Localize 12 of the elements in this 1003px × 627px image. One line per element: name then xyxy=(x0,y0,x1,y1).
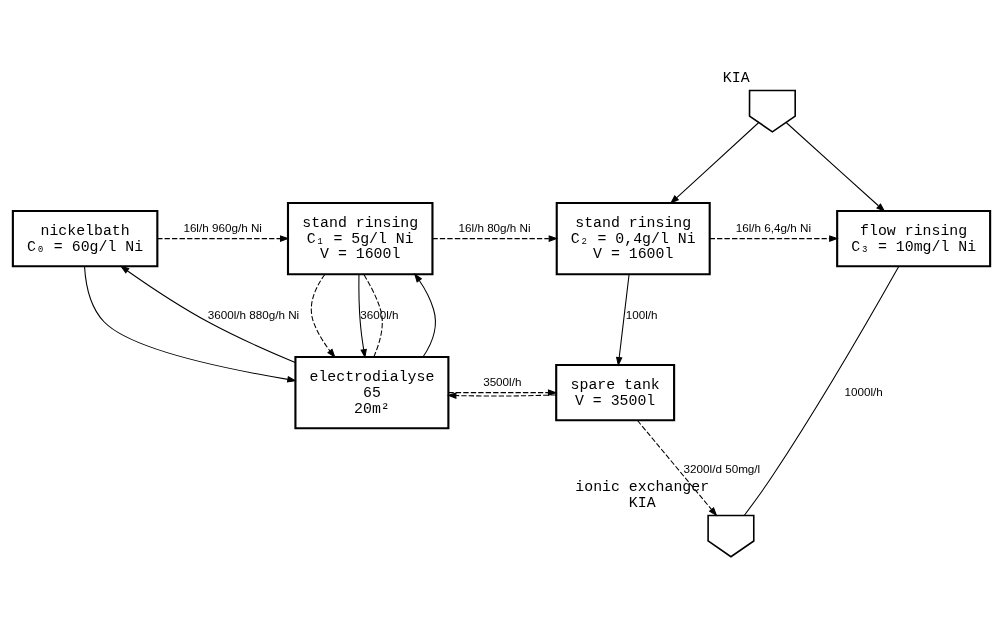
edge-label: 16l/h 960g/h Ni xyxy=(183,221,262,235)
node-label: KIA xyxy=(628,495,656,512)
edge-label: 100l/h xyxy=(625,307,658,321)
edge-label: 16l/h 80g/h Ni xyxy=(458,221,531,235)
node-label: KIA xyxy=(722,70,750,87)
edge-label: 3600l/h 880g/h Ni xyxy=(207,307,300,321)
edge-label: 16l/h 6,4g/h Ni xyxy=(735,221,812,235)
node-label: ionic exchanger xyxy=(575,479,710,496)
edge-label: 1000l/h xyxy=(844,384,883,398)
edge-label: 3600l/h xyxy=(360,307,399,321)
edge-label: 3200l/d 50mg/l xyxy=(683,461,761,475)
edge-label: 3500l/h xyxy=(483,375,522,389)
